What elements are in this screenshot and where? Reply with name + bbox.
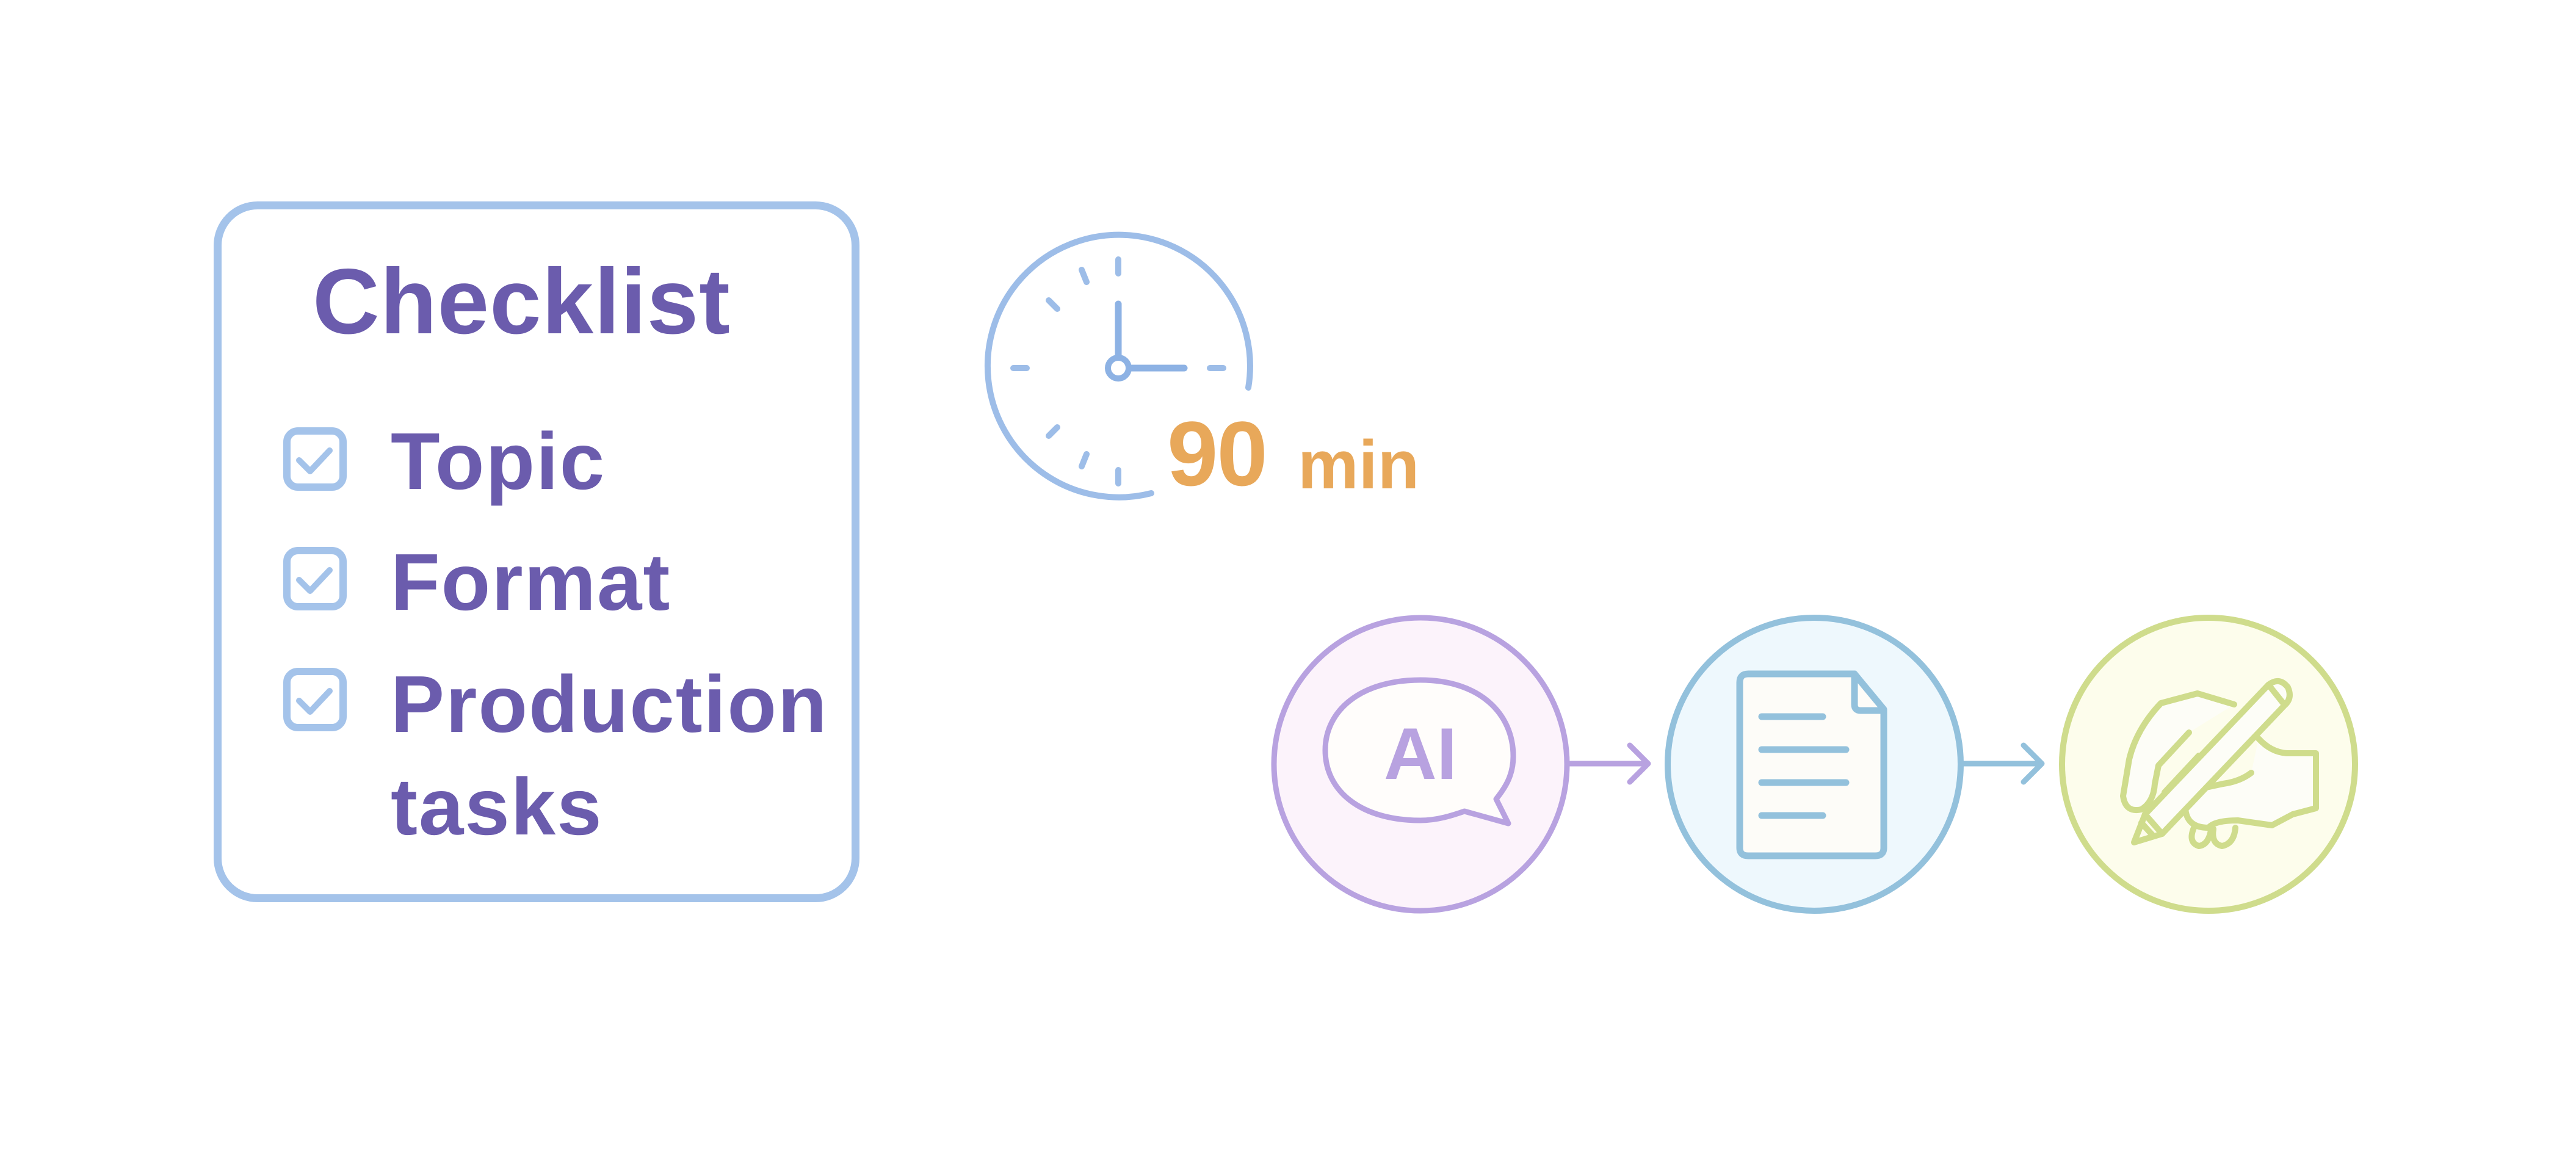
flow-step-document (1665, 615, 1964, 914)
checkbox-checked-icon[interactable] (282, 546, 348, 612)
arrow-right-icon (1569, 742, 1651, 785)
clock-icon (984, 231, 1253, 501)
ai-chat-bubble-icon: AI (1322, 677, 1516, 827)
document-icon (1736, 670, 1887, 859)
flow-step-ai: AI (1271, 615, 1570, 914)
checklist-item-format: Format (391, 537, 671, 627)
flow-step-writing (2059, 615, 2358, 914)
checkbox-checked-icon[interactable] (282, 426, 348, 492)
checklist-item-production: Production (391, 659, 828, 749)
checklist-item-production-line2: tasks (391, 762, 603, 852)
checklist-title: Checklist (313, 250, 731, 353)
arrow-right-icon (1963, 742, 2045, 785)
duration-unit: min (1298, 427, 1420, 503)
checkbox-checked-icon[interactable] (282, 667, 348, 733)
duration-value: 90 (1167, 402, 1268, 505)
hand-writing-pencil-icon (2120, 678, 2319, 849)
svg-text:AI: AI (1384, 713, 1457, 795)
checklist-item-topic: Topic (391, 416, 606, 506)
